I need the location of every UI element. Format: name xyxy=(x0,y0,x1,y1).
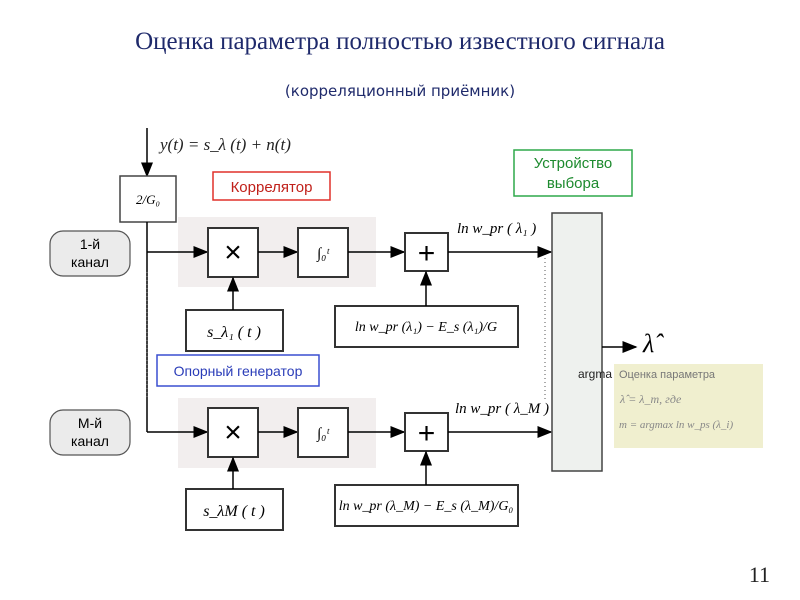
selector-label-line1: Устройство xyxy=(534,155,612,172)
bias-m-label: ln w_pr (λ_M) − E_s (λ_M)/G₀ xyxy=(339,499,514,514)
adder-1 xyxy=(404,232,449,272)
selector-label-box xyxy=(513,149,633,197)
page-title: Оценка параметра полностью известного си… xyxy=(135,28,665,55)
generator-label-box xyxy=(156,354,320,387)
ref-signal-1-label: s_λ₁ ( t ) xyxy=(207,324,261,341)
bias-m-block xyxy=(334,484,519,527)
prior-1-label: ln w_pr ( λ₁ ) xyxy=(457,221,536,237)
adder-1-symbol: + xyxy=(418,237,436,270)
generator-label: Опорный генератор xyxy=(174,363,303,379)
channel-1-line2: канал xyxy=(71,254,109,270)
integrator-1-label: ∫₀ᵗ xyxy=(316,246,330,262)
gain-block-label: 2/G₀ xyxy=(136,192,160,207)
channel-1-line1: 1-й xyxy=(80,236,100,252)
integrator-m xyxy=(297,407,349,458)
selector-partial-text: argma xyxy=(578,367,612,381)
output-estimate: λ̂ xyxy=(642,329,664,358)
multiplier-1 xyxy=(207,227,259,278)
adder-m xyxy=(404,412,449,452)
gain-block xyxy=(119,175,177,223)
estimate-note-eq2: m = argmax ln w_ps (λ_i) xyxy=(619,419,733,431)
channel-1-badge xyxy=(49,230,131,277)
ref-signal-m-block xyxy=(185,488,284,531)
input-signal-label: y(t) = s_λ (t) + n(t) xyxy=(158,135,291,154)
integrator-m-label: ∫₀ᵗ xyxy=(316,426,330,442)
page-subtitle: (корреляционный приёмник) xyxy=(284,82,516,100)
bias-1-label: ln w_pr (λ₁) − E_s (λ₁)/G xyxy=(355,320,497,335)
ref-signal-m-label: s_λM ( t ) xyxy=(203,503,265,520)
correlator-label-box xyxy=(212,171,331,201)
prior-m-label: ln w_pr ( λ_M ) xyxy=(455,401,549,417)
multiplier-m-symbol: × xyxy=(224,416,242,449)
adder-m-symbol: + xyxy=(418,417,436,450)
estimate-note-title: Оценка параметра xyxy=(619,369,716,381)
ref-signal-1-block xyxy=(185,309,284,352)
channel-m-line2: канал xyxy=(71,433,109,449)
correlator-label: Коррелятор xyxy=(231,179,313,196)
channel-m-badge xyxy=(49,409,131,456)
estimate-note-box xyxy=(614,364,763,448)
selection-device xyxy=(551,212,603,472)
estimate-note-eq1: λ̂ = λ_m, где xyxy=(619,392,682,406)
selector-label-line2: выбора xyxy=(547,175,600,192)
bias-1-block xyxy=(334,305,519,348)
multiplier-1-symbol: × xyxy=(224,236,242,269)
channel-m-line1: М-й xyxy=(78,415,102,431)
slide-number: 11 xyxy=(748,562,770,587)
